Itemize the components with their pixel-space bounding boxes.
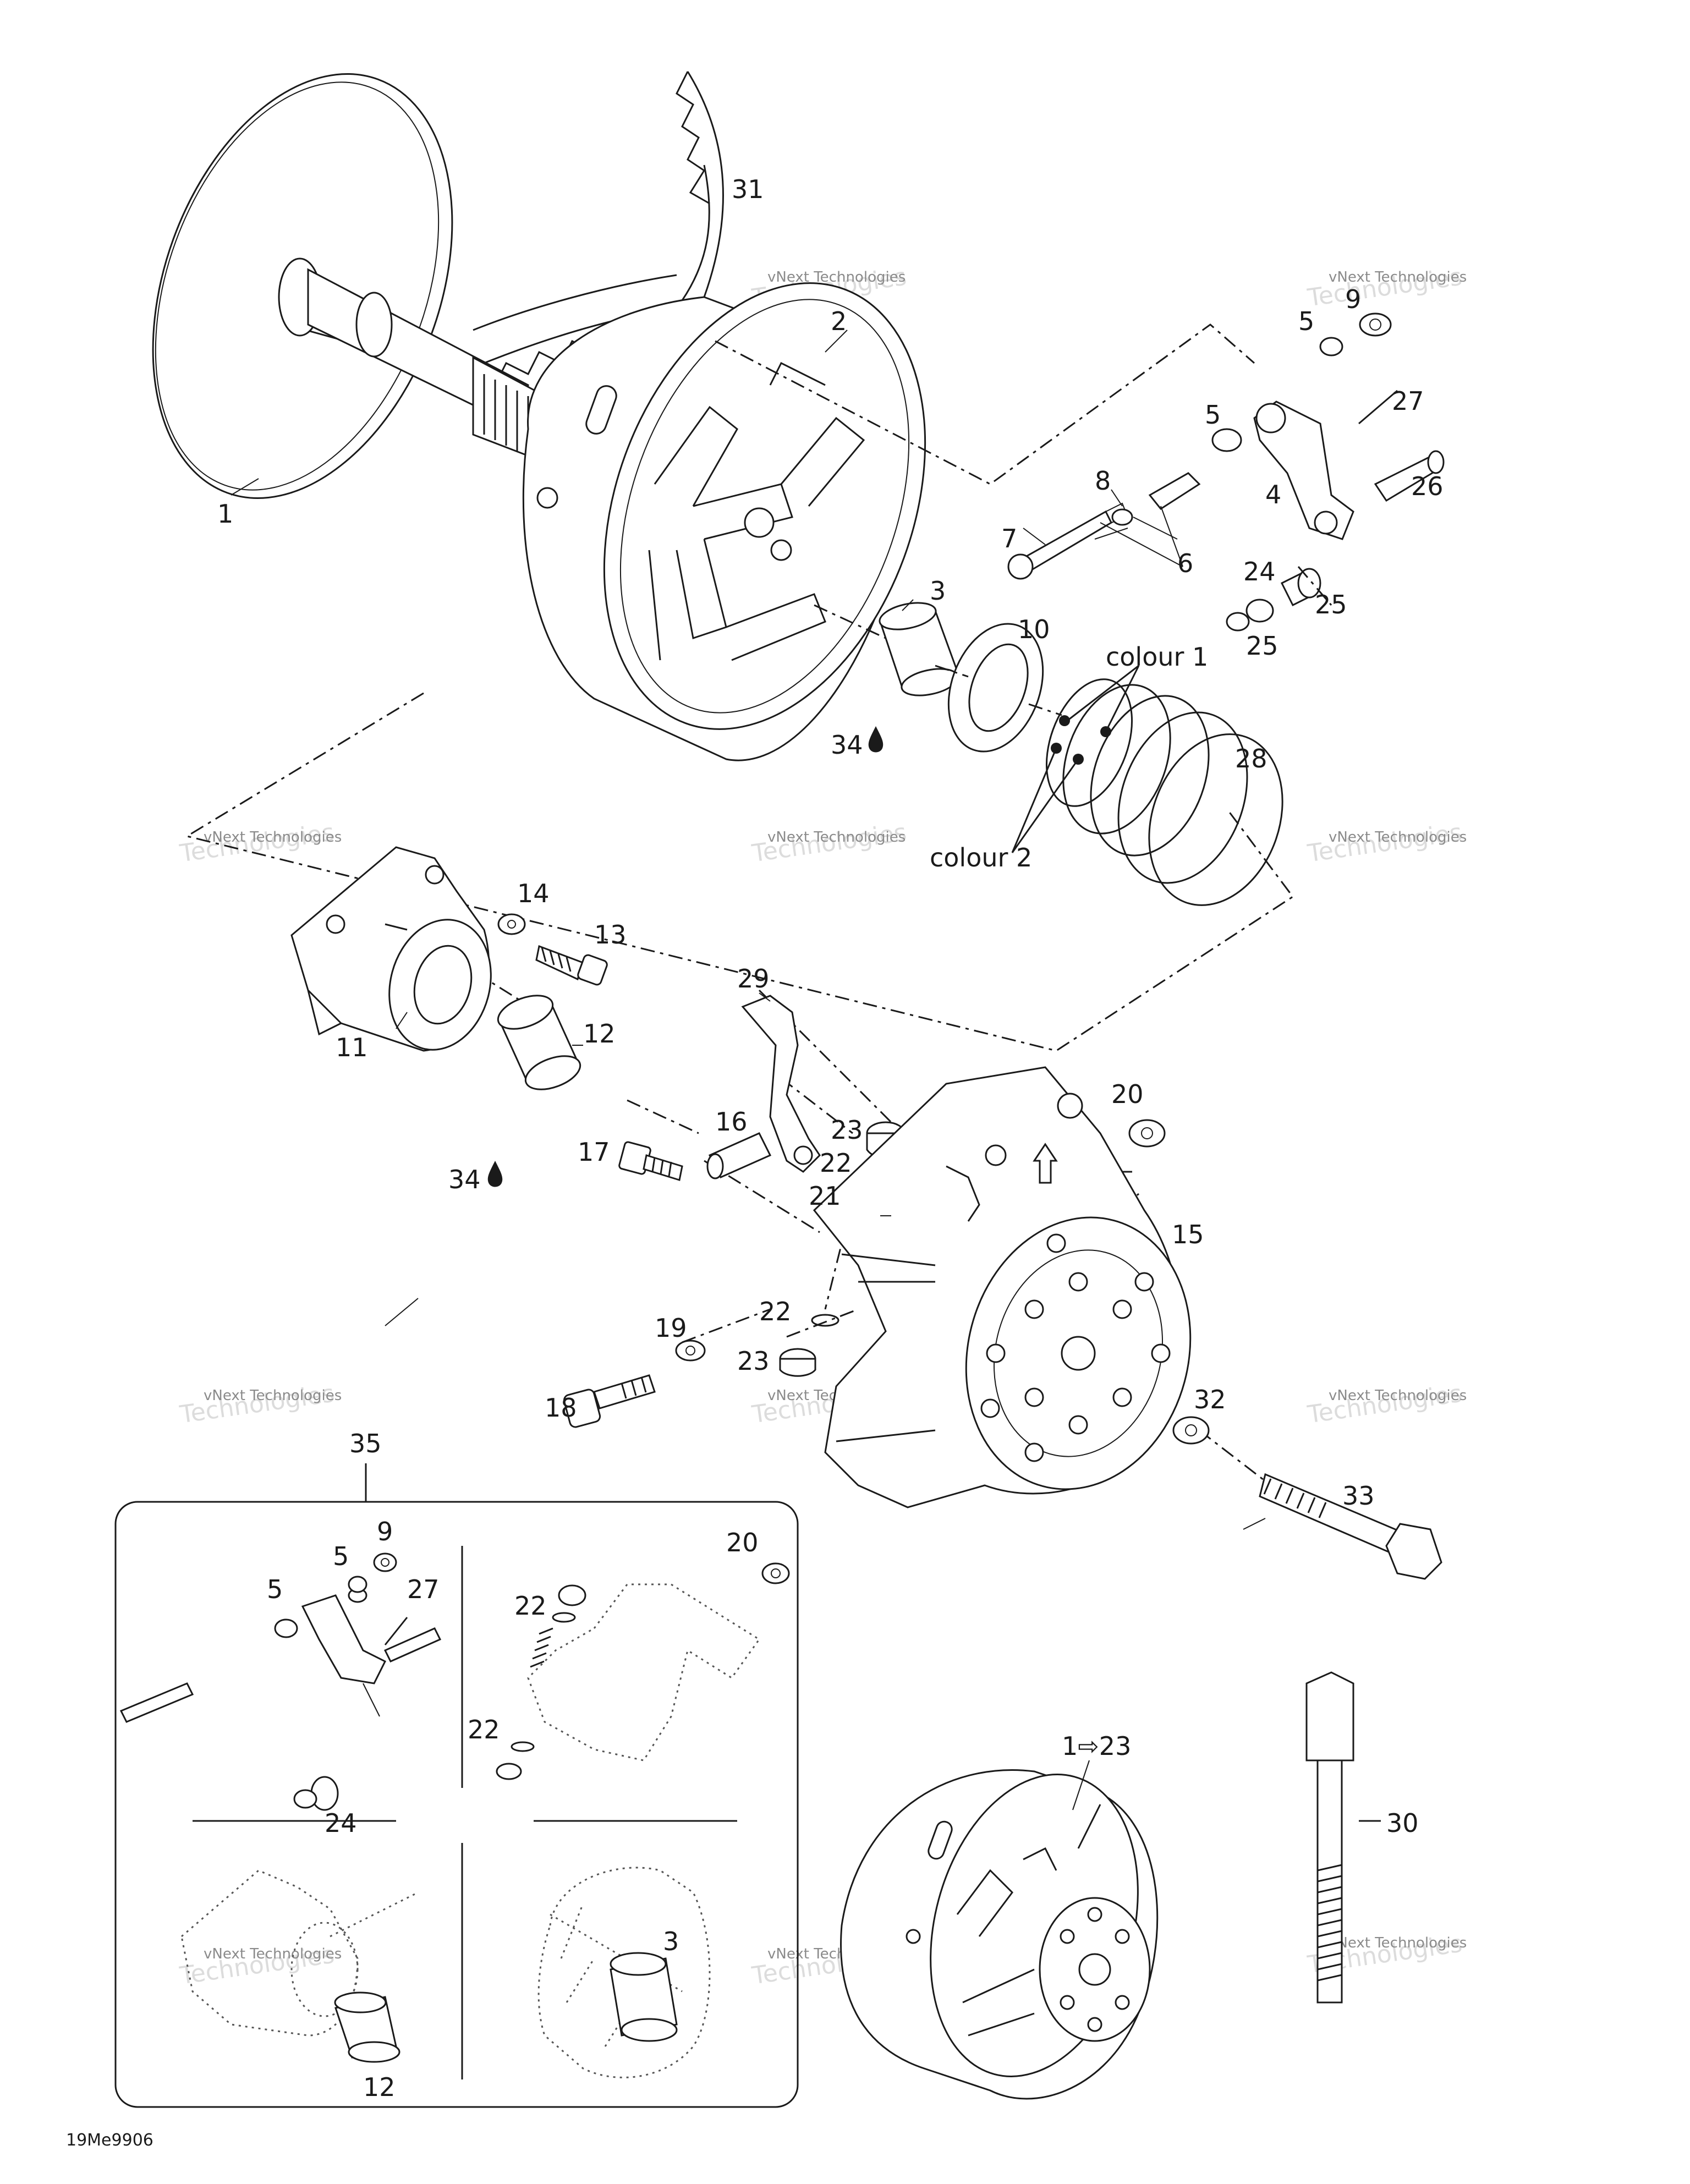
label-part-8: 8 [1095,466,1111,496]
label-part-14: 14 [517,879,550,908]
kit-label-12: 12 [363,2072,396,2102]
label-part-18: 18 [545,1393,577,1423]
nut-20 [1128,1119,1166,1148]
kit-labels: 9 5 5 27 24 20 22 22 3 12 [267,1517,759,2102]
watermark: vNext Technologies [1329,1935,1467,1951]
kit-cup-parts [496,1562,790,1780]
watermark: vNext Technologies [1329,1387,1467,1404]
leader-lines [231,330,1375,1821]
label-part-11: 11 [336,1033,368,1062]
label-part-4: 4 [1265,480,1281,509]
label-part-34b: 34 [448,1165,481,1194]
tool-bolt-30 [1305,1671,1381,2004]
label-part-9: 9 [1345,284,1361,314]
spring [1011,665,1283,906]
fixed-half-pulley [152,73,561,499]
bolt-33 [1259,1473,1442,1580]
hub-15 [813,1066,1192,1508]
label-part-35: 35 [349,1429,382,1458]
watermark: vNext Technologies [767,269,906,286]
label-colour-1: colour 1 [1106,642,1208,672]
kit-governor-parts [180,1869,419,2063]
label-part-13: 13 [594,920,627,950]
screw-17 [618,1141,683,1181]
label-part-5a: 5 [1298,306,1314,336]
label-colour-2: colour 2 [930,843,1032,872]
watermark: vNext Technologies [204,829,342,846]
label-part-20: 20 [1111,1079,1144,1109]
label-part-15: 15 [1172,1220,1204,1249]
label-part-26: 26 [1411,471,1444,501]
kit-label-5a: 5 [333,1541,349,1571]
label-part-29: 29 [737,964,770,994]
label-part-7: 7 [1001,524,1017,553]
kit-label-9: 9 [377,1517,393,1546]
kit-label-24: 24 [325,1808,357,1838]
part-labels: 1 2 3 4 5 5 6 7 8 9 10 11 12 13 14 15 16… [217,174,1444,1838]
diagram-code: 19Me9906 [66,2131,153,2150]
bushing [879,602,959,696]
label-part-23a: 23 [831,1115,863,1145]
kit-35 [114,1463,799,2108]
pin-16 [706,1132,772,1179]
label-part-28: 28 [1235,744,1268,773]
oil-drop-icon [868,726,884,753]
label-part-21: 21 [809,1181,841,1211]
label-part-22b: 22 [759,1297,792,1326]
washer-14 [497,913,526,935]
screw-13 [535,945,608,986]
sliding-half-pulley [522,282,926,761]
label-part-25a: 25 [1315,590,1347,619]
governor-cup [290,846,492,1052]
kit-label-22b: 22 [468,1715,500,1744]
label-part-34a: 34 [831,730,863,760]
label-part-25b: 25 [1246,631,1279,661]
label-part-5b: 5 [1205,400,1221,430]
washer-19 [675,1340,706,1362]
washer [947,623,1044,753]
label-part-27: 27 [1392,386,1424,416]
drive-pulley-assembly [840,1769,1159,2100]
label-part-1-to-23: 1⇨23 [1062,1731,1131,1761]
watermark: vNext Technologies [1329,829,1467,846]
kit-lever-parts [119,1552,442,1811]
kit-label-5b: 5 [267,1574,283,1604]
lever-29 [741,995,821,1173]
watermark: vNext Technologies [204,1946,342,1962]
label-part-10: 10 [1018,614,1050,644]
label-part-12: 12 [583,1019,616,1049]
watermark: vNext Technologies [767,829,906,846]
watermark: vNext Technologies [204,1387,342,1404]
lever-assembly [1007,312,1445,632]
kit-label-27: 27 [407,1574,440,1604]
label-part-3: 3 [930,576,946,606]
o-ring-22-bottom [811,1314,839,1327]
label-part-22a: 22 [820,1148,852,1178]
washer-32 [1172,1416,1210,1445]
label-part-1: 1 [217,499,233,529]
label-part-30: 30 [1386,1808,1419,1838]
bushing-12 [497,995,581,1090]
cap-23-bottom [779,1348,816,1377]
label-part-2: 2 [831,306,847,336]
kit-label-20: 20 [726,1528,759,1557]
label-part-32: 32 [1194,1385,1226,1414]
kit-label-22a: 22 [514,1591,547,1621]
kit-bushing-parts [537,1867,711,2078]
centrifugal-ramps [648,361,865,661]
label-part-6: 6 [1177,548,1193,578]
screw-18 [563,1374,656,1428]
arrow-up-icon [1033,1143,1058,1184]
label-part-19: 19 [655,1313,687,1343]
watermark: vNext Technologies [1329,269,1467,286]
kit-label-3: 3 [663,1927,679,1956]
label-part-24: 24 [1243,557,1276,586]
label-part-33: 33 [1342,1481,1375,1511]
oil-drop-icon [487,1161,503,1187]
label-part-23b: 23 [737,1346,770,1376]
label-part-17: 17 [578,1137,610,1167]
label-part-31: 31 [732,174,764,204]
label-part-16: 16 [715,1107,748,1137]
